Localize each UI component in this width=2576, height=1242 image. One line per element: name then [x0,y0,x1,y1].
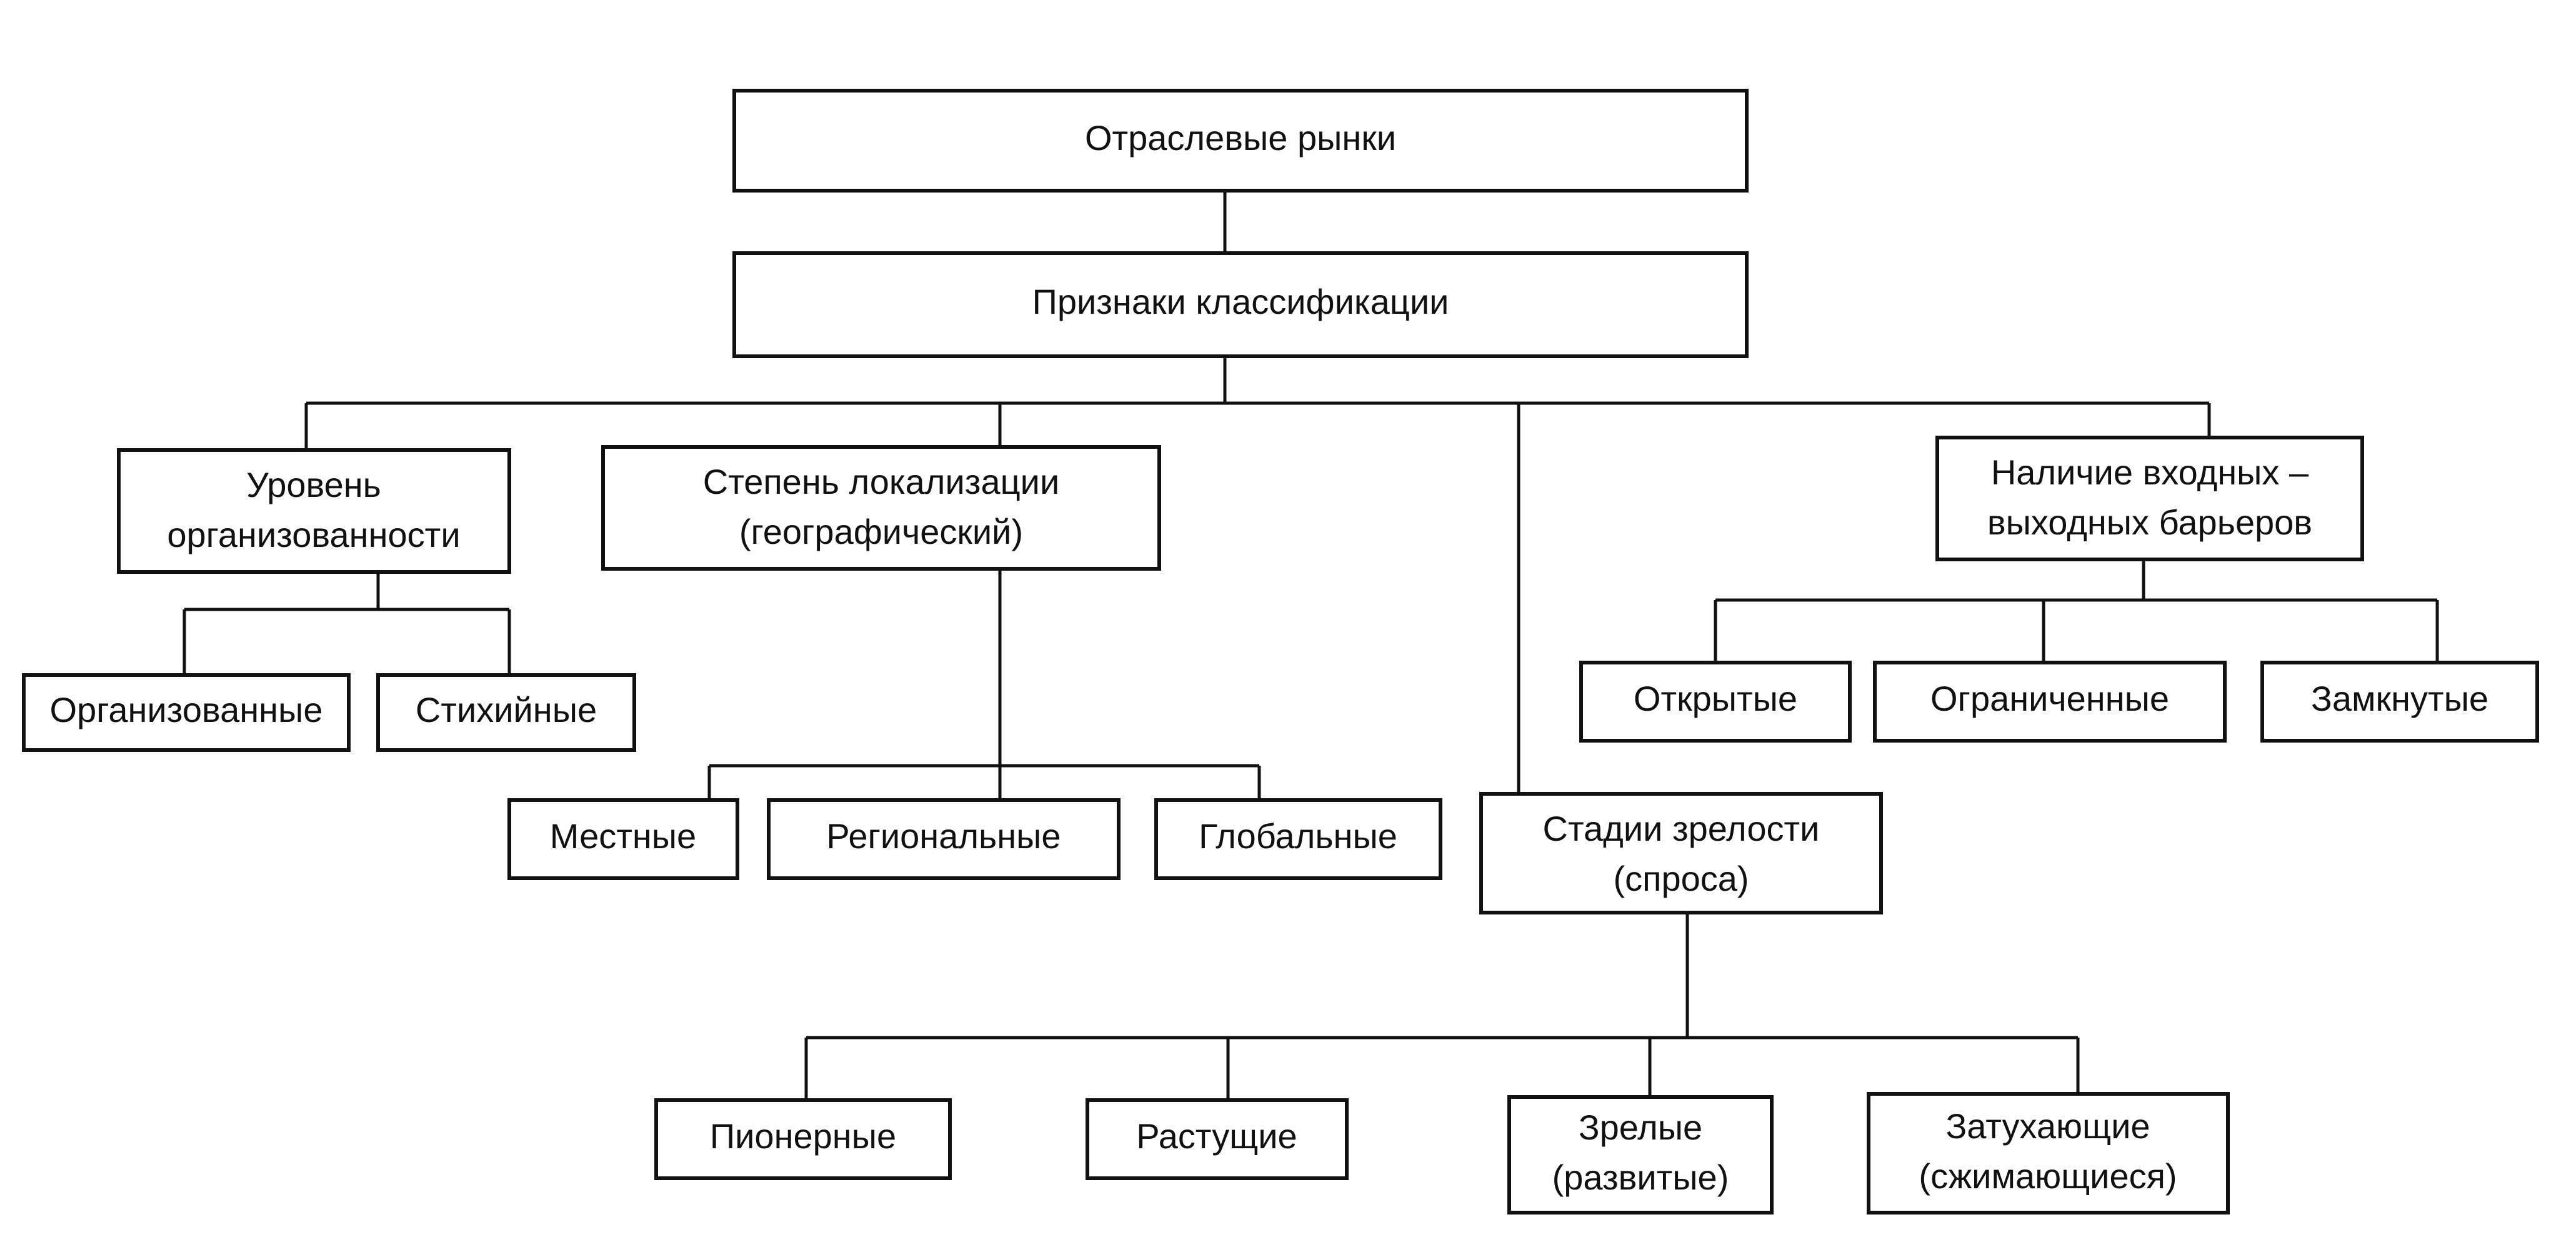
node-maturity-stages-line-1: Стадии зрелости [1543,809,1820,848]
node-global: Глобальные [1154,798,1442,880]
node-regional: Региональные [767,798,1121,880]
node-closed-label: Замкнутые [2311,679,2489,718]
node-regional-label: Региональные [826,816,1061,856]
node-global-label: Глобальные [1199,816,1397,856]
node-root: Отраслевые рынки [732,89,1749,193]
node-criteria-label: Признаки классификации [1032,282,1449,321]
node-organization-level-line-1: Уровень [246,465,381,504]
node-maturity-stages-box [1479,792,1883,914]
node-organized: Организованные [22,673,351,752]
node-maturity-stages-line-2: (спроса) [1613,859,1749,898]
node-mature-box [1507,1095,1774,1214]
node-root-label: Отраслевые рынки [1085,118,1396,158]
node-limited: Ограниченные [1873,661,2227,743]
node-limited-box [1873,661,2227,743]
node-mature-line-2: (развитые) [1552,1158,1729,1197]
node-maturity-stages: Стадии зрелости (спроса) [1479,792,1883,914]
node-localization-degree: Степень локализации (географический) [601,445,1161,571]
node-limited-label: Ограниченные [1930,679,2169,718]
node-declining-box [1867,1092,2230,1214]
node-spontaneous-box [376,673,636,752]
connectors [182,191,2439,1100]
node-organized-label: Организованные [50,690,323,729]
node-growing: Растущие [1086,1098,1349,1180]
node-barriers: Наличие входных – выходных барьеров [1935,436,2364,561]
node-barriers-line-2: выходных барьеров [1987,503,2312,542]
node-local-box [507,798,739,880]
node-barriers-box [1935,436,2364,561]
node-closed: Замкнутые [2260,661,2539,743]
node-declining-line-2: (сжимающиеся) [1919,1156,2177,1196]
node-organization-level-box [117,448,511,574]
node-mature-line-1: Зрелые [1579,1108,1702,1147]
node-criteria: Признаки классификации [732,251,1749,358]
node-declining: Затухающие (сжимающиеся) [1867,1092,2230,1214]
node-localization-degree-line-1: Степень локализации [703,462,1059,501]
node-local: Местные [507,798,739,880]
node-mature: Зрелые (развитые) [1507,1095,1774,1214]
node-pioneer: Пионерные [654,1098,952,1180]
node-local-label: Местные [550,816,696,856]
node-organized-box [22,673,351,752]
node-root-box [732,89,1749,193]
node-growing-box [1086,1098,1349,1180]
node-spontaneous-label: Стихийные [416,690,597,729]
node-localization-degree-box [601,445,1161,571]
node-closed-box [2260,661,2539,743]
node-open: Открытые [1579,661,1852,743]
node-open-label: Открытые [1634,679,1797,718]
node-pioneer-label: Пионерные [710,1116,896,1156]
node-open-box [1579,661,1852,743]
node-organization-level-line-2: организованности [167,515,460,554]
node-regional-box [767,798,1121,880]
node-localization-degree-line-2: (географический) [739,512,1023,551]
node-declining-line-1: Затухающие [1945,1106,2150,1146]
node-criteria-box [732,251,1749,358]
node-pioneer-box [654,1098,952,1180]
node-spontaneous: Стихийные [376,673,636,752]
node-barriers-line-1: Наличие входных – [1991,453,2309,492]
node-global-box [1154,798,1442,880]
node-organization-level: Уровень организованности [117,448,511,574]
node-growing-label: Растущие [1136,1116,1297,1156]
